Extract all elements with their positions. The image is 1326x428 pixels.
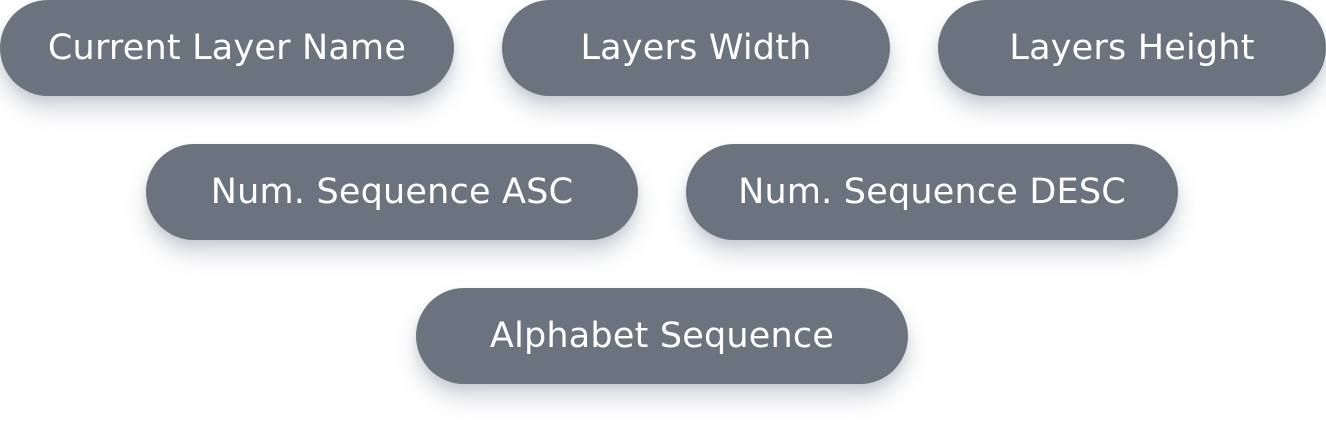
num-sequence-desc-button[interactable]: Num. Sequence DESC [686, 144, 1178, 240]
layers-width-button[interactable]: Layers Width [502, 0, 890, 96]
layers-height-label: Layers Height [1009, 28, 1255, 68]
num-sequence-asc-button[interactable]: Num. Sequence ASC [146, 144, 638, 240]
layers-width-label: Layers Width [580, 28, 812, 68]
alphabet-sequence-label: Alphabet Sequence [489, 316, 835, 356]
current-layer-name-label: Current Layer Name [47, 28, 407, 68]
num-sequence-asc-label: Num. Sequence ASC [210, 172, 574, 212]
alphabet-sequence-button[interactable]: Alphabet Sequence [416, 288, 908, 384]
layers-height-button[interactable]: Layers Height [938, 0, 1326, 96]
num-sequence-desc-label: Num. Sequence DESC [738, 172, 1126, 212]
current-layer-name-button[interactable]: Current Layer Name [0, 0, 454, 96]
